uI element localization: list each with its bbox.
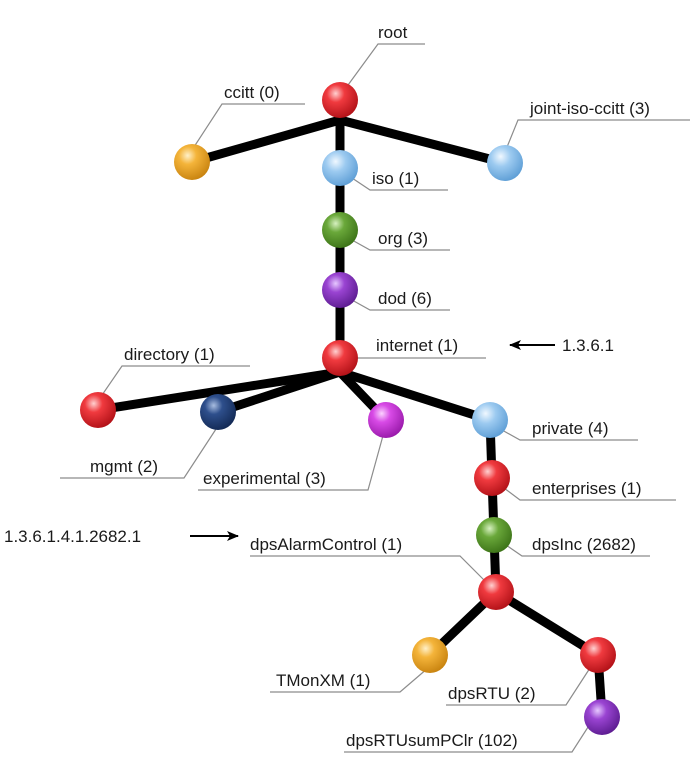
- leader-dpsrtusumpclr: [344, 723, 591, 753]
- label-root: root: [378, 23, 408, 42]
- node-private: [472, 402, 508, 438]
- label-dpsinc: dpsInc (2682): [532, 535, 636, 554]
- label-mgmt: mgmt (2): [90, 457, 158, 476]
- node-dpsrtu: [580, 637, 616, 673]
- node-labels: root ccitt (0) joint-iso-ccitt (3) iso (…: [90, 23, 650, 750]
- leader-directory: [99, 365, 250, 399]
- edge-root-ccitt: [187, 115, 345, 167]
- label-org: org (3): [378, 229, 428, 248]
- label-directory: directory (1): [124, 345, 215, 364]
- label-dpsrtusumpclr: dpsRTUsumPClr (102): [346, 731, 518, 750]
- leader-org: [351, 239, 450, 251]
- label-enterprises: enterprises (1): [532, 479, 642, 498]
- node-joint-iso-ccitt: [487, 145, 523, 181]
- leader-tmonxm: [270, 667, 429, 693]
- node-org: [322, 212, 358, 248]
- leader-ccitt: [191, 103, 305, 151]
- node-directory: [80, 392, 116, 428]
- edge-dpsalarmcontrol-dpsrtu: [491, 587, 603, 660]
- node-iso: [322, 150, 358, 186]
- node-experimental: [368, 402, 404, 438]
- label-internet: internet (1): [376, 336, 458, 355]
- node-enterprises: [474, 460, 510, 496]
- label-dpsrtu: dpsRTU (2): [448, 684, 536, 703]
- oid-annotations: 1.3.6.1 1.3.6.1.4.1.2682.1: [4, 336, 614, 546]
- internet-oid-text: 1.3.6.1: [562, 336, 614, 355]
- edge-internet-directory: [93, 367, 345, 415]
- leader-root: [339, 43, 425, 97]
- edge-internet-private: [335, 367, 495, 425]
- tree-nodes: [80, 82, 620, 735]
- leader-dpsalarmcontrol: [250, 555, 485, 581]
- edge-internet-mgmt: [213, 367, 345, 417]
- leader-dod: [351, 299, 450, 311]
- leader-dpsinc: [505, 544, 650, 557]
- node-dpsalarmcontrol: [478, 574, 514, 610]
- label-dpsalarmcontrol: dpsAlarmControl (1): [250, 535, 402, 554]
- edge-root-joint-iso-ccitt: [335, 115, 510, 168]
- leader-mgmt: [60, 425, 219, 479]
- label-dod: dod (6): [378, 289, 432, 308]
- label-leaders: [60, 43, 690, 753]
- label-tmonxm: TMonXM (1): [276, 671, 370, 690]
- label-experimental: experimental (3): [203, 469, 326, 488]
- label-joint-iso-ccitt: joint-iso-ccitt (3): [529, 99, 650, 118]
- node-dod: [322, 272, 358, 308]
- leader-enterprises: [503, 487, 676, 501]
- node-dpsrtusumpclr: [584, 699, 620, 735]
- tree-edges: [93, 95, 607, 720]
- leader-private: [501, 429, 638, 441]
- leader-dpsrtu: [446, 667, 591, 706]
- label-ccitt: ccitt (0): [224, 83, 280, 102]
- leader-experimental: [198, 431, 385, 491]
- label-iso: iso (1): [372, 169, 419, 188]
- node-ccitt: [174, 144, 210, 180]
- label-private: private (4): [532, 419, 609, 438]
- node-tmonxm: [412, 637, 448, 673]
- leader-iso: [351, 177, 448, 191]
- node-mgmt: [200, 394, 236, 430]
- node-internet: [322, 340, 358, 376]
- leader-joint-iso-ccitt: [504, 119, 690, 153]
- node-dpsinc: [476, 517, 512, 553]
- dpsalarmcontrol-oid-text: 1.3.6.1.4.1.2682.1: [4, 527, 141, 546]
- node-root: [322, 82, 358, 118]
